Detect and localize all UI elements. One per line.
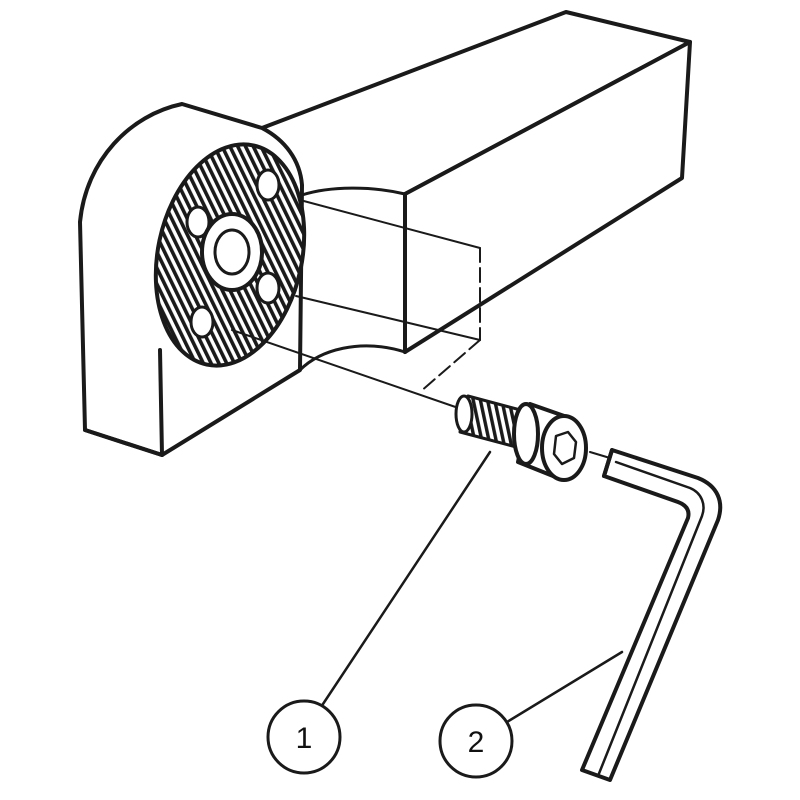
holder-shank	[260, 10, 692, 354]
bolt-hole	[255, 271, 281, 305]
phantom-lines	[231, 199, 611, 459]
callout-1: 1	[266, 699, 342, 775]
bolt-hole	[185, 205, 211, 239]
hex-key	[580, 448, 723, 782]
callout-2-label: 2	[468, 726, 485, 759]
callout-2: 2	[438, 703, 514, 779]
leader-line-2	[505, 650, 624, 724]
callout-1-label: 1	[296, 722, 313, 755]
serrated-face	[153, 142, 307, 368]
leader-line-1	[321, 450, 492, 706]
hex-socket	[552, 430, 578, 466]
screw	[454, 394, 588, 482]
bolt-hole	[189, 305, 215, 339]
bolt-hole	[255, 168, 281, 202]
